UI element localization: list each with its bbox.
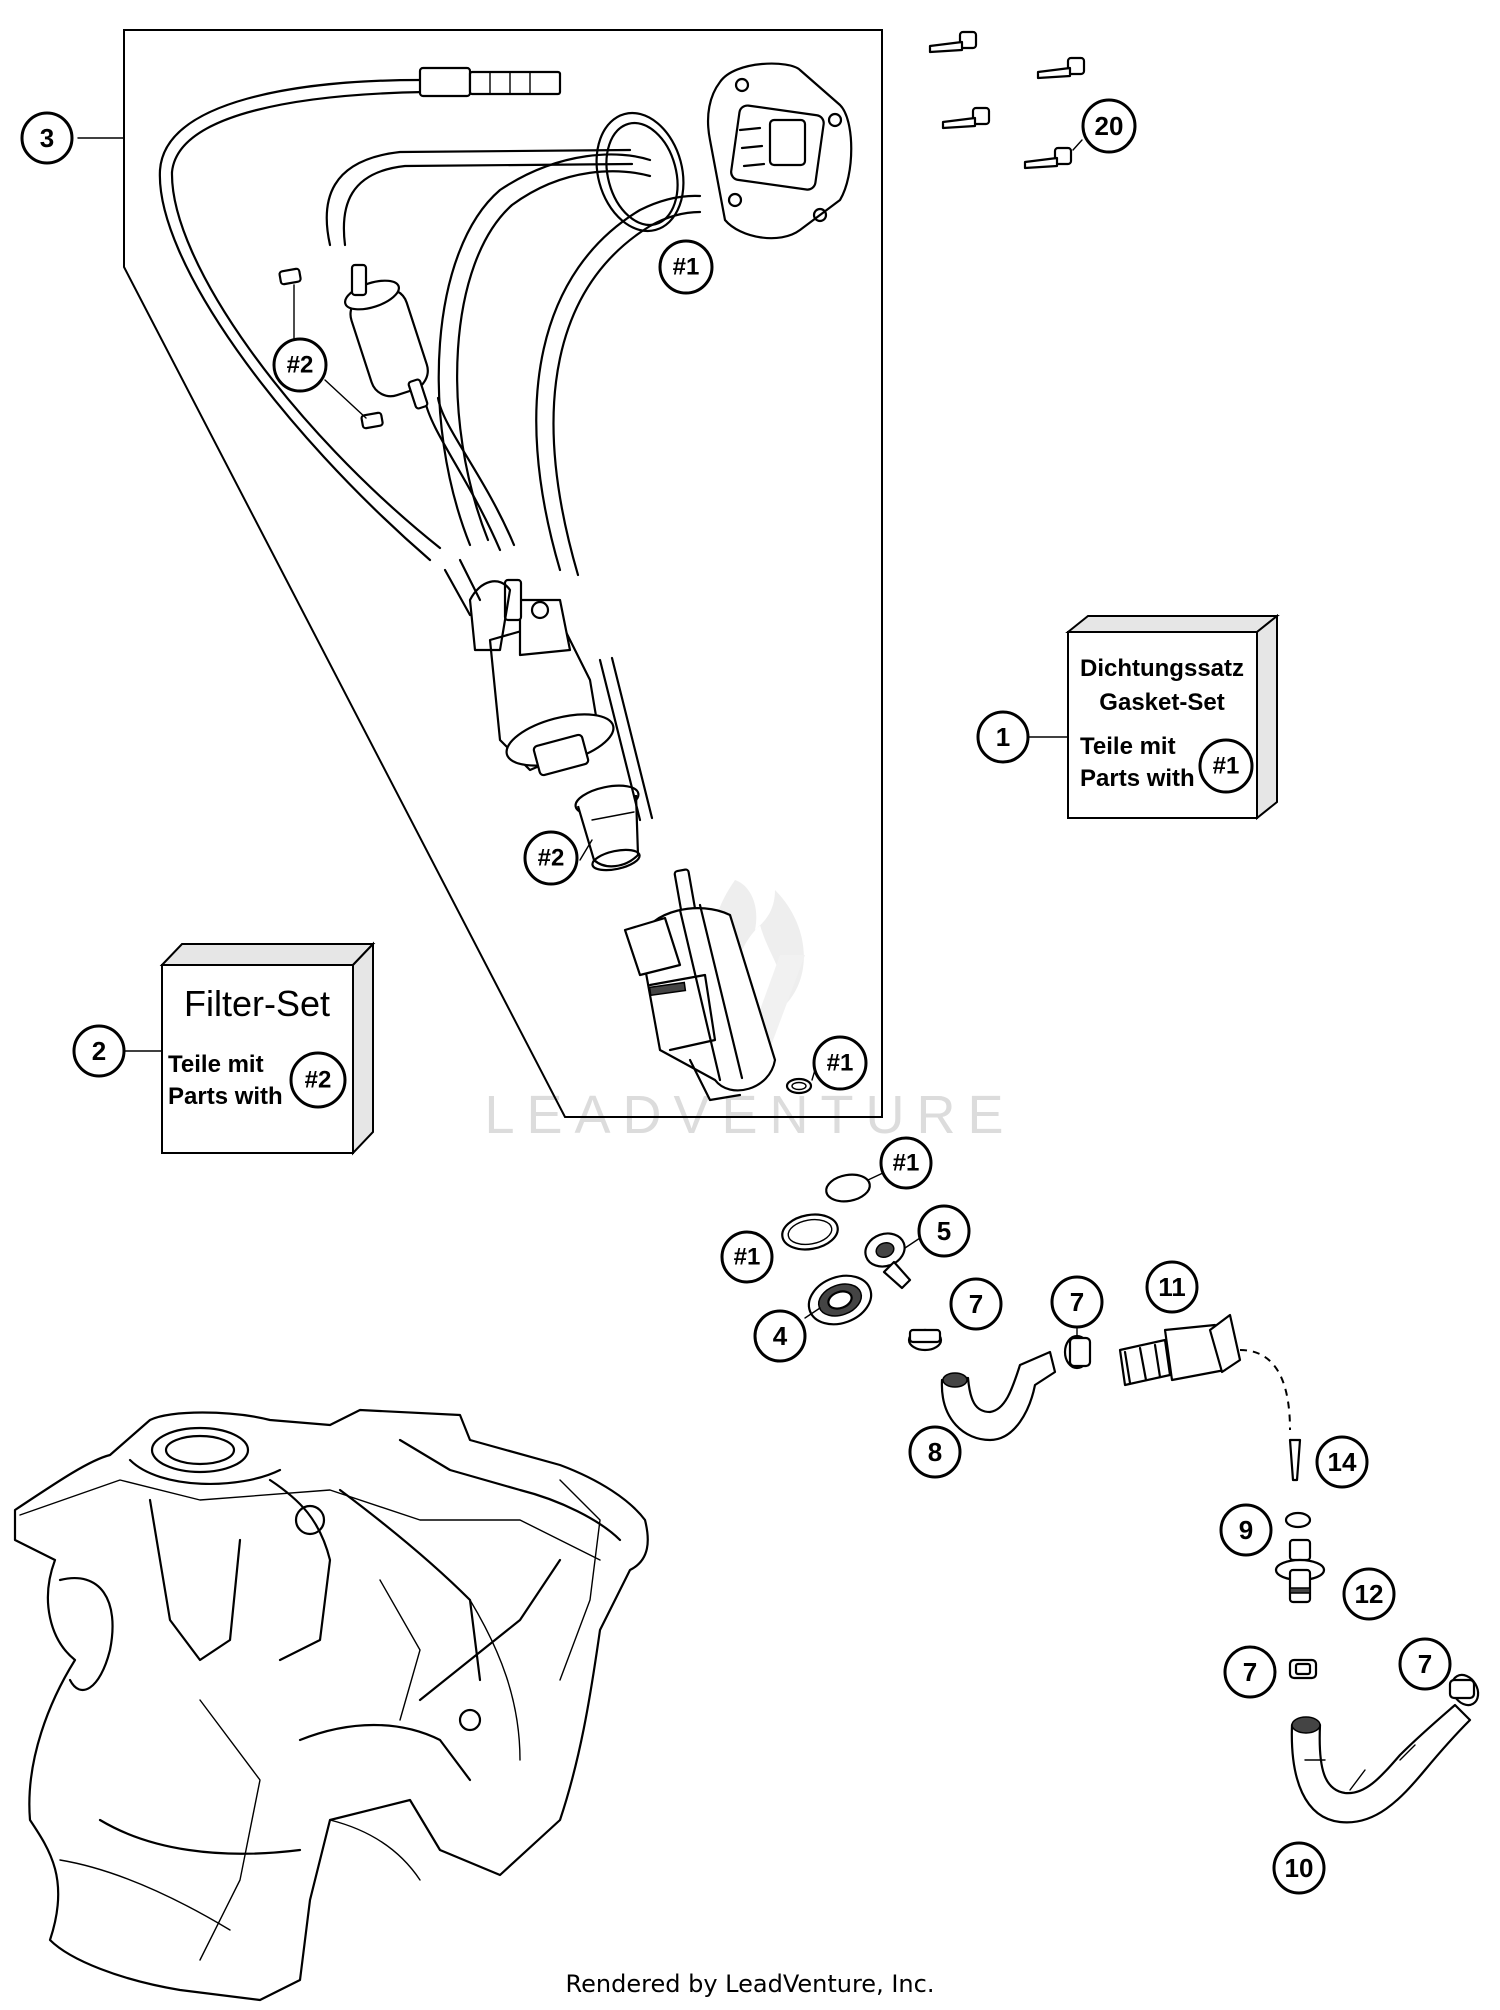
callout-11: 11 (1145, 1260, 1199, 1314)
flange-screws (928, 30, 1086, 170)
svg-text:11: 11 (1158, 1272, 1186, 1302)
svg-text:5: 5 (937, 1216, 951, 1246)
callout-12: 12 (1342, 1567, 1396, 1621)
filter-kit-ref: #2 (289, 1051, 347, 1109)
svg-text:20: 20 (1095, 111, 1124, 141)
svg-text:#1: #1 (734, 1244, 761, 1271)
svg-text:12: 12 (1355, 1579, 1384, 1609)
svg-text:#1: #1 (893, 1150, 920, 1177)
callout-h1-pump: #1 (812, 1035, 868, 1091)
callout-h1-seal: #1 (658, 239, 714, 295)
svg-text:1: 1 (996, 722, 1010, 752)
svg-text:#1: #1 (1213, 753, 1240, 780)
hose-clamp-c (1288, 1658, 1318, 1680)
leader-h2-filter-down (324, 379, 367, 419)
leader-5 (904, 1237, 921, 1249)
wiring-harness (158, 66, 562, 562)
fuel-lines (325, 148, 702, 577)
filter-clips (278, 267, 384, 430)
svg-text:#2: #2 (287, 352, 314, 379)
tank-fitting (1274, 1538, 1326, 1604)
pump-oring (785, 1077, 813, 1095)
gasket-kit-title-en: Gasket-Set (1099, 689, 1224, 716)
callout-9: 9 (1219, 1503, 1273, 1557)
filter-kit-label-de: Teile mit (168, 1051, 264, 1078)
hose-short (940, 1350, 1057, 1442)
svg-text:#2: #2 (538, 845, 565, 872)
filter-kit-title: Filter-Set (184, 983, 330, 1024)
leader-h2-sleeve (579, 839, 593, 861)
outlet-grommet (807, 1274, 873, 1326)
callout-14: 14 (1315, 1435, 1369, 1489)
oring-small (1284, 1511, 1312, 1529)
svg-text:14: 14 (1328, 1447, 1357, 1477)
svg-text:#1: #1 (827, 1050, 854, 1077)
callout-7-b: 7 (1050, 1275, 1104, 1329)
quick-connector (1118, 1313, 1242, 1387)
footer-credit: Rendered by LeadVenture, Inc. (566, 1970, 935, 1998)
callout-10: 10 (1272, 1841, 1326, 1895)
gasket-kit-label-en: Parts with (1080, 765, 1195, 792)
callout-3: 3 (20, 111, 74, 165)
callout-h1-oring-left: #1 (720, 1230, 774, 1284)
pump-flange-cover (706, 62, 853, 240)
fuel-filter (344, 263, 429, 410)
hose-clamp-d (1448, 1673, 1480, 1707)
assembly-frame (123, 29, 883, 1118)
svg-text:4: 4 (773, 1321, 788, 1351)
svg-text:10: 10 (1285, 1853, 1314, 1883)
leader-20 (1072, 139, 1083, 151)
callout-7-d: 7 (1398, 1637, 1452, 1691)
callout-h1-oring-top: #1 (879, 1136, 933, 1190)
svg-text:#1: #1 (673, 254, 700, 281)
fuel-tank (13, 1408, 649, 2002)
retaining-pin (1288, 1438, 1302, 1482)
filter-kit-label-en: Parts with (168, 1083, 283, 1110)
gasket-kit-label-de: Teile mit (1080, 733, 1176, 760)
connector-path (1239, 1349, 1291, 1431)
pump-regulator (443, 558, 615, 777)
watermark-text: LEADVENTURE (484, 1085, 1015, 1145)
hose-clamp-b (1063, 1334, 1092, 1370)
outlet-orings (781, 1173, 871, 1251)
callout-2: 2 (72, 1024, 126, 1078)
hose-clamp-a (907, 1328, 943, 1352)
callout-1: 1 (976, 710, 1030, 764)
callout-8: 8 (908, 1425, 962, 1479)
svg-text:8: 8 (928, 1437, 942, 1467)
callout-7-a: 7 (949, 1277, 1003, 1331)
callout-5: 5 (917, 1204, 971, 1258)
outlet-nipple (864, 1232, 912, 1290)
fuel-pump (598, 656, 777, 1102)
leader-4 (804, 1307, 821, 1319)
svg-text:7: 7 (969, 1289, 983, 1319)
flange-seal-ring (595, 111, 685, 233)
filter-kit-box (159, 941, 376, 1156)
svg-text:9: 9 (1239, 1515, 1253, 1545)
callout-h2-filter: #2 (272, 337, 328, 393)
callout-4: 4 (753, 1309, 807, 1363)
svg-text:7: 7 (1418, 1649, 1432, 1679)
callout-h2-sleeve: #2 (523, 830, 579, 886)
svg-text:7: 7 (1243, 1657, 1257, 1687)
svg-text:3: 3 (40, 123, 54, 153)
svg-text:2: 2 (92, 1036, 106, 1066)
gasket-kit-ref: #1 (1198, 738, 1254, 794)
callout-20: 20 (1081, 98, 1137, 154)
gasket-kit-title-de: Dichtungssatz (1080, 655, 1244, 682)
svg-text:#2: #2 (305, 1067, 332, 1094)
svg-text:7: 7 (1070, 1287, 1084, 1317)
hose-long (1290, 1703, 1472, 1824)
filter-sleeve (574, 784, 641, 872)
callout-7-c: 7 (1223, 1645, 1277, 1699)
